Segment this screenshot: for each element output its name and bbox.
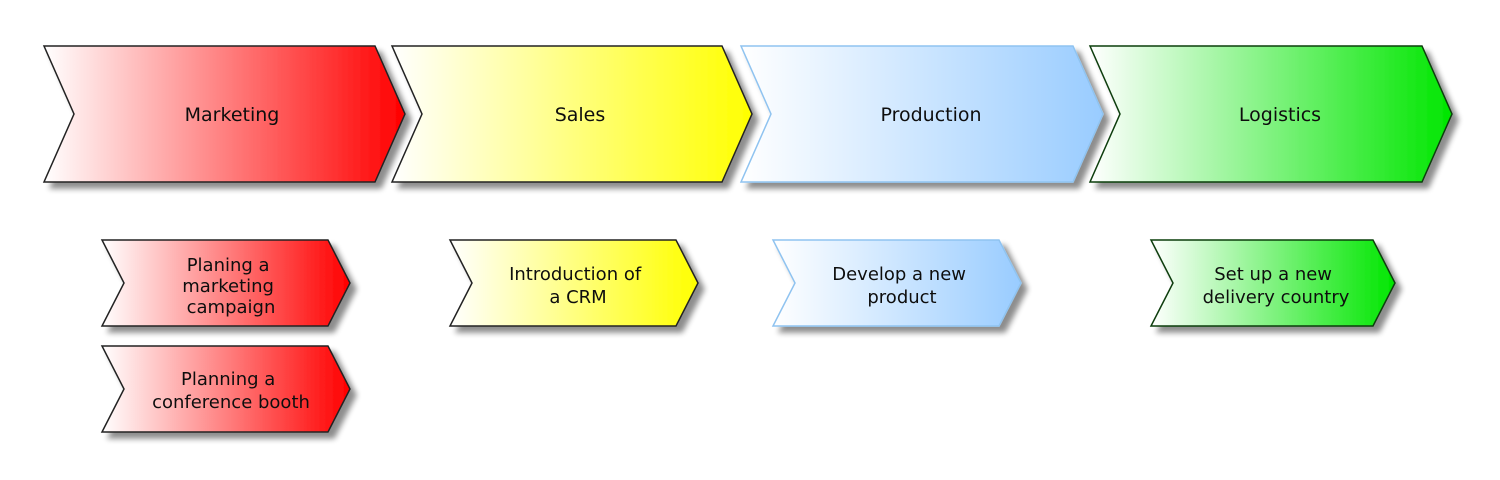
chevron-shape [739, 45, 1104, 183]
task-chevron-shape [771, 239, 1022, 327]
task-conference-booth: Planning a conference booth [100, 345, 351, 433]
task-label: Set up a new delivery country [1203, 264, 1350, 308]
chevron-shape [42, 45, 406, 183]
task-chevron-shape [1149, 239, 1396, 327]
phase-label: Production [880, 104, 981, 126]
chevron-shape [1088, 45, 1453, 183]
task-label: Develop a new product [832, 264, 972, 308]
chevron-shape [390, 45, 753, 183]
phase-logistics: Logistics [1088, 45, 1453, 183]
task-chevron-shape [448, 239, 699, 327]
phase-sales: Sales [390, 45, 753, 183]
task-label: Introduction of a CRM [509, 264, 647, 308]
task-label: Planning a conference booth [152, 369, 310, 413]
task-chevron-shape [100, 345, 351, 433]
phase-production: Production [739, 45, 1104, 183]
phase-label: Logistics [1239, 104, 1321, 126]
phase-label: Marketing [185, 104, 280, 126]
task-marketing-campaign: Planing a marketing campaign [100, 239, 351, 327]
task-crm: Introduction of a CRM [448, 239, 699, 327]
task-label: Planing a marketing campaign [182, 255, 279, 318]
task-delivery-country: Set up a new delivery country [1149, 239, 1396, 327]
phase-marketing: Marketing [42, 45, 406, 183]
task-new-product: Develop a new product [771, 239, 1022, 327]
task-chevron-shape [100, 239, 351, 327]
phase-label: Sales [555, 104, 606, 126]
